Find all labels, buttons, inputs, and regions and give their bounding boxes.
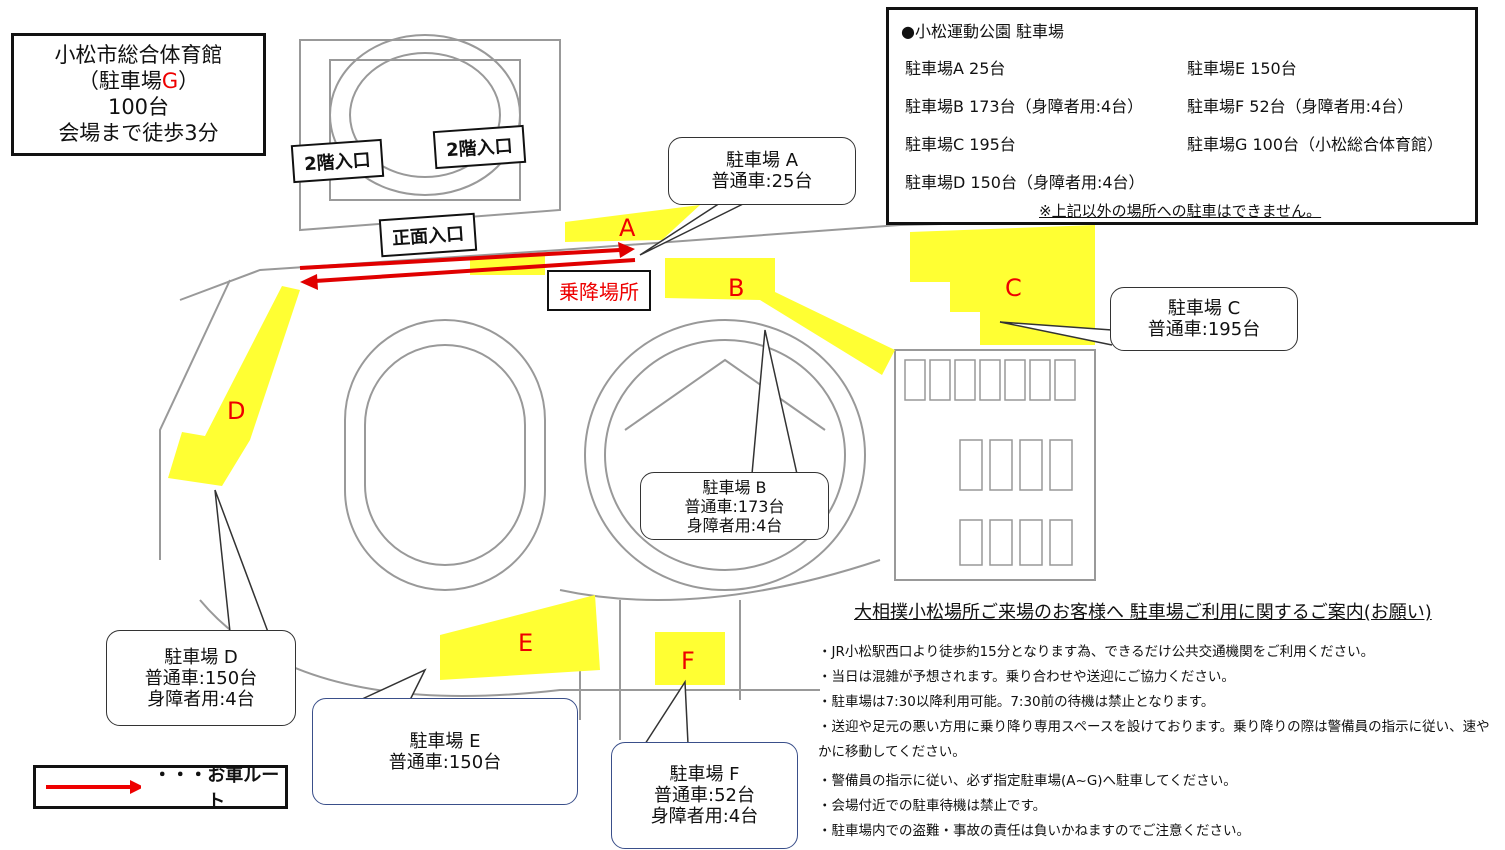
route-arrow-icon	[46, 780, 142, 794]
parking-list-title: ●小松運動公園 駐車場	[901, 22, 1065, 41]
parking-areas	[168, 205, 1095, 685]
parking-area-f	[655, 632, 725, 685]
parking-list-item: 駐車場G 100台（小松総合体育館）	[1187, 135, 1444, 154]
notice-title: 大相撲小松場所ご来場のお客様へ 駐車場ご利用に関するご案内(お願い)	[854, 602, 1432, 623]
legend: ・・・お車ルート	[33, 765, 288, 812]
drop-off-area: 乗降場所	[547, 270, 651, 311]
notice-item: ・送迎や足元の悪い方用に乗り降り専用スペースを設けております。乗り降りの際は警備…	[818, 719, 1490, 760]
lot-label-e: E	[518, 629, 534, 657]
parking-list-note: ※上記以外の場所への駐車はできません。	[1039, 202, 1322, 220]
parking-list-item: 駐車場D 150台（身障者用:4台）	[905, 173, 1145, 192]
notice-item: ・警備員の指示に従い、必ず指定駐車場(A~G)へ駐車してください。	[818, 773, 1237, 789]
parking-list-item: 駐車場B 173台（身障者用:4台）	[905, 97, 1144, 116]
car-route	[299, 242, 636, 290]
notice-item: ・駐車場は7:30以降利用可能。7:30前の待機は禁止となります。	[818, 694, 1215, 710]
lot-label-f: F	[681, 647, 695, 675]
parking-area-b	[665, 258, 895, 375]
callout-pointers	[214, 202, 1113, 745]
parking-list-item: 駐車場C 195台	[905, 135, 1016, 154]
venue-info-box: 小松市総合体育館 （駐車場G） 100台 会場まで徒歩3分	[11, 33, 266, 156]
parking-list-item: 駐車場E 150台	[1187, 59, 1297, 78]
parking-list-item: 駐車場F 52台（身障者用:4台）	[1187, 97, 1414, 116]
lot-label-b: B	[728, 274, 745, 302]
venue-capacity: 100台	[107, 95, 170, 119]
parking-area-a	[565, 205, 700, 242]
parking-list-item: 駐車場A 25台	[905, 59, 1006, 78]
venue-walk-time: 会場まで徒歩3分	[58, 121, 219, 145]
lot-label-d: D	[227, 397, 246, 425]
entrance-2f-left: 2階入口	[290, 138, 384, 184]
parking-area-c	[910, 225, 1095, 345]
lot-label-c: C	[1005, 274, 1022, 302]
legend-label: ・・・お車ルート	[153, 765, 280, 812]
notice-item: ・駐車場内での盗難・事故の責任は負いかねますのでご注意ください。	[818, 823, 1250, 839]
entrance-front: 正面入口	[378, 212, 478, 258]
parking-list: ●小松運動公園 駐車場 駐車場A 25台 駐車場B 173台（身障者用:4台） …	[886, 7, 1478, 225]
parking-notice: 大相撲小松場所ご来場のお客様へ 駐車場ご利用に関するご案内(お願い) ・JR小松…	[818, 598, 1503, 848]
entrance-2f-right: 2階入口	[432, 124, 526, 170]
notice-item: ・当日は混雑が予想されます。乗り合わせや送迎にご協力ください。	[818, 669, 1235, 685]
venue-lot: （駐車場G）	[77, 69, 200, 93]
notice-item: ・会場付近での駐車待機は禁止です。	[818, 798, 1047, 814]
lot-label-a: A	[619, 214, 636, 242]
parking-area-e	[440, 595, 600, 680]
notice-item: ・JR小松駅西口より徒歩約15分となります為、できるだけ公共交通機関をご利用くだ…	[818, 644, 1375, 660]
venue-name: 小松市総合体育館	[54, 43, 223, 67]
parking-area-d	[168, 286, 300, 486]
